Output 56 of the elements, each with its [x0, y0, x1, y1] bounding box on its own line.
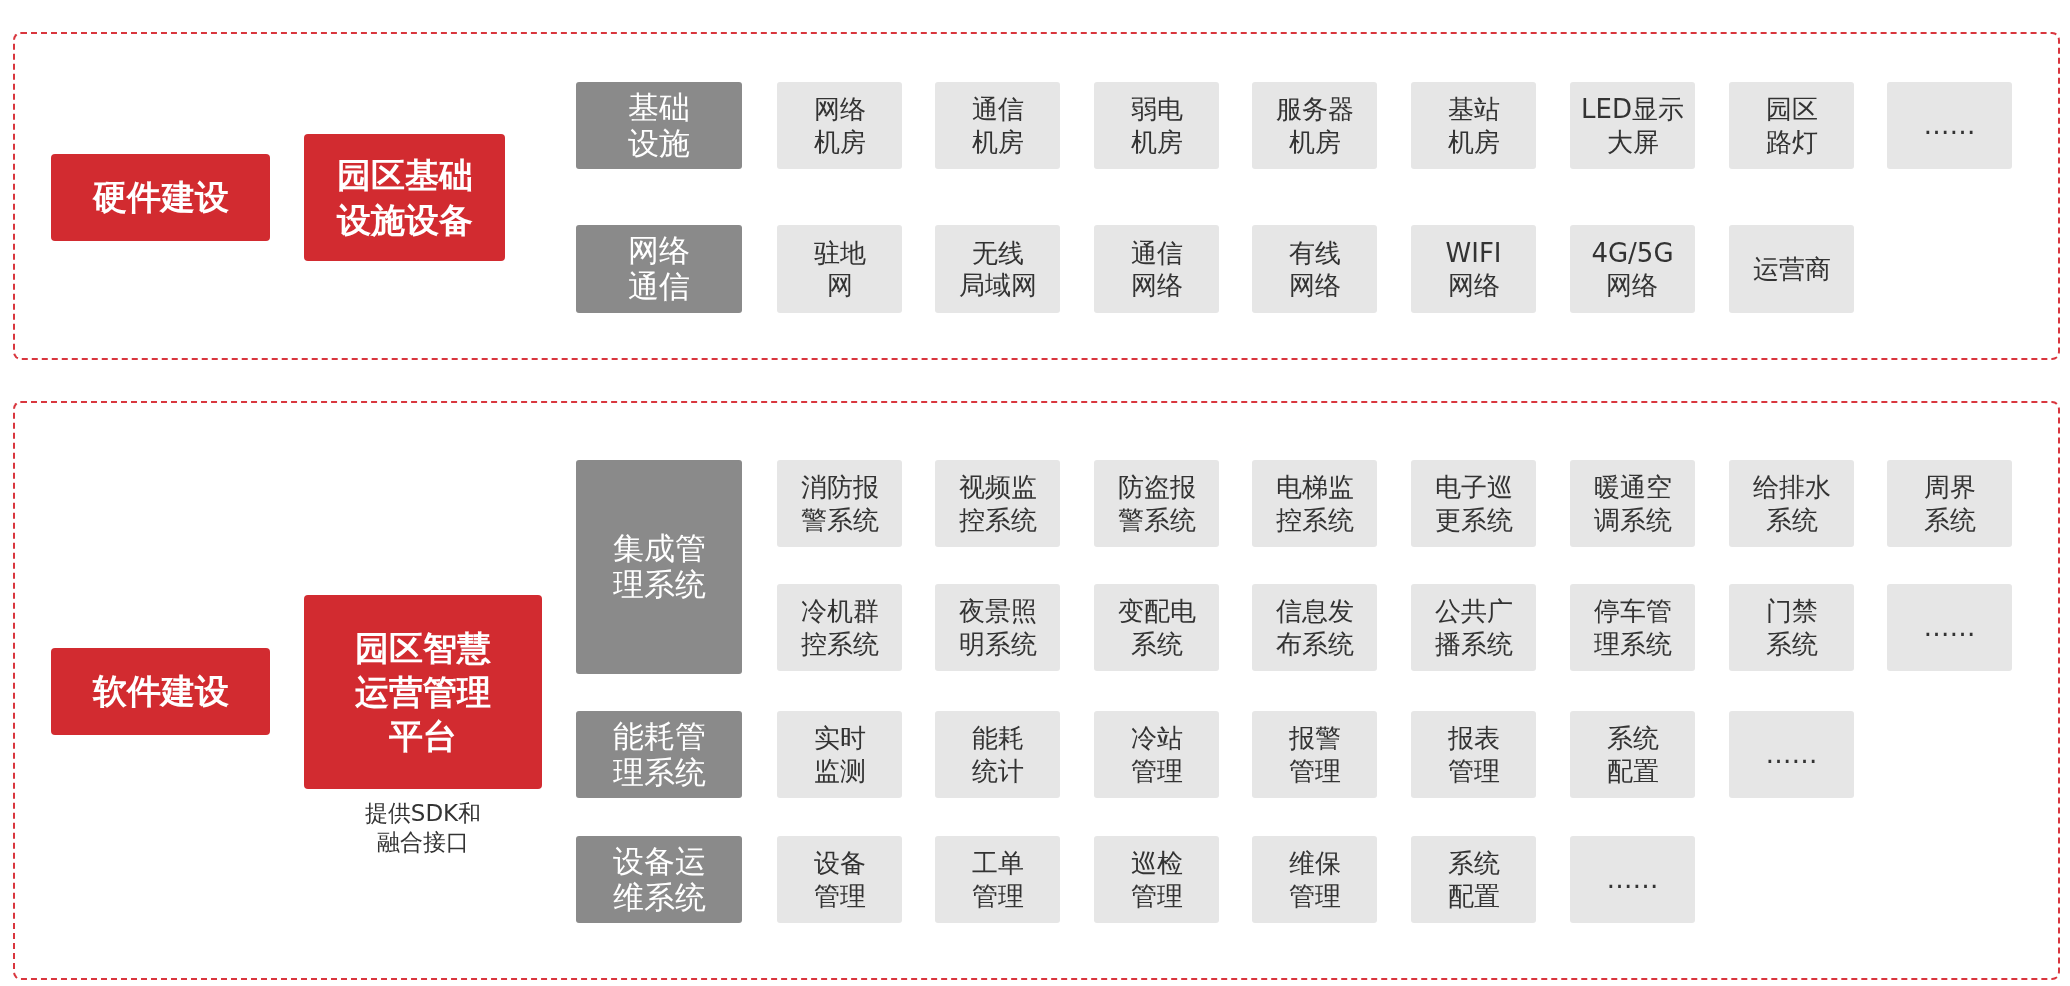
- item-box: ……: [1729, 711, 1854, 798]
- item-box: 能耗统计: [935, 711, 1060, 798]
- item-box: 公共广播系统: [1411, 584, 1536, 671]
- item-box: 系统配置: [1411, 836, 1536, 923]
- group-box: 网络通信: [576, 225, 742, 313]
- dashed-frame: [13, 401, 2060, 980]
- item-box: 4G/5G网络: [1570, 225, 1695, 313]
- item-box: 通信网络: [1094, 225, 1219, 313]
- item-box: ……: [1887, 82, 2012, 169]
- category-box: 硬件建设: [51, 154, 270, 241]
- item-box: 防盗报警系统: [1094, 460, 1219, 547]
- item-box: 服务器机房: [1252, 82, 1377, 169]
- item-box: 门禁系统: [1729, 584, 1854, 671]
- item-box: 冷站管理: [1094, 711, 1219, 798]
- item-box: 园区路灯: [1729, 82, 1854, 169]
- item-box: 报警管理: [1252, 711, 1377, 798]
- item-box: 无线局域网: [935, 225, 1060, 313]
- item-box: 巡检管理: [1094, 836, 1219, 923]
- item-box: 网络机房: [777, 82, 902, 169]
- item-box: 驻地网: [777, 225, 902, 313]
- item-box: 信息发布系统: [1252, 584, 1377, 671]
- item-box: 有线网络: [1252, 225, 1377, 313]
- category-box: 园区基础设施设备: [304, 134, 505, 261]
- item-box: 报表管理: [1411, 711, 1536, 798]
- item-box: 给排水系统: [1729, 460, 1854, 547]
- item-box: 运营商: [1729, 225, 1854, 313]
- item-box: 停车管理系统: [1570, 584, 1695, 671]
- item-box: 弱电机房: [1094, 82, 1219, 169]
- caption-text: 提供SDK和融合接口: [363, 799, 483, 857]
- item-box: ……: [1887, 584, 2012, 671]
- item-box: 通信机房: [935, 82, 1060, 169]
- item-box: 电子巡更系统: [1411, 460, 1536, 547]
- item-box: 工单管理: [935, 836, 1060, 923]
- item-box: LED显示大屏: [1570, 82, 1695, 169]
- item-box: WIFI网络: [1411, 225, 1536, 313]
- category-box: 软件建设: [51, 648, 270, 735]
- item-box: 消防报警系统: [777, 460, 902, 547]
- item-box: ……: [1570, 836, 1695, 923]
- item-box: 夜景照明系统: [935, 584, 1060, 671]
- item-box: 基站机房: [1411, 82, 1536, 169]
- item-box: 冷机群控系统: [777, 584, 902, 671]
- item-box: 设备管理: [777, 836, 902, 923]
- group-box: 基础设施: [576, 82, 742, 169]
- item-box: 视频监控系统: [935, 460, 1060, 547]
- item-box: 实时监测: [777, 711, 902, 798]
- group-box: 集成管理系统: [576, 460, 742, 674]
- dashed-frame: [13, 32, 2060, 360]
- category-box: 园区智慧运营管理平台: [304, 595, 542, 789]
- item-box: 电梯监控系统: [1252, 460, 1377, 547]
- item-box: 暖通空调系统: [1570, 460, 1695, 547]
- item-box: 维保管理: [1252, 836, 1377, 923]
- item-box: 周界系统: [1887, 460, 2012, 547]
- group-box: 能耗管理系统: [576, 711, 742, 798]
- item-box: 系统配置: [1570, 711, 1695, 798]
- group-box: 设备运维系统: [576, 836, 742, 923]
- item-box: 变配电系统: [1094, 584, 1219, 671]
